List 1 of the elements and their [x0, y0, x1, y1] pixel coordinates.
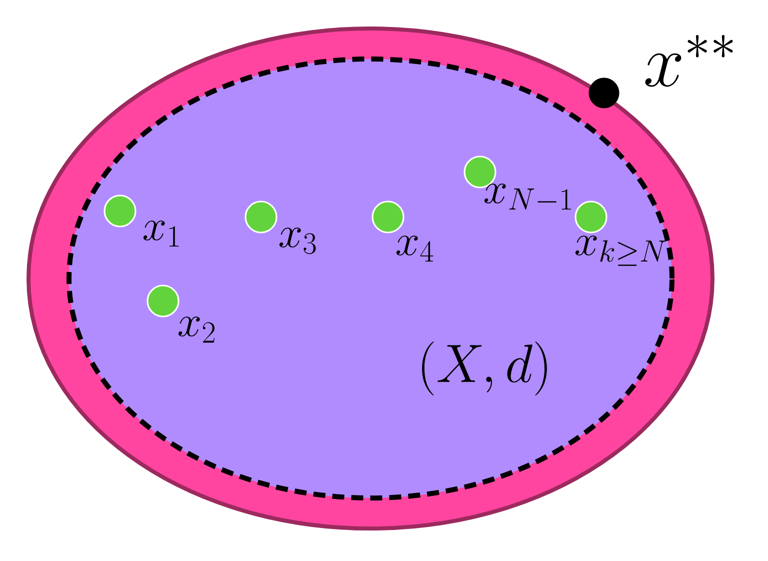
point-label: $x^{**}$ — [645, 35, 733, 87]
